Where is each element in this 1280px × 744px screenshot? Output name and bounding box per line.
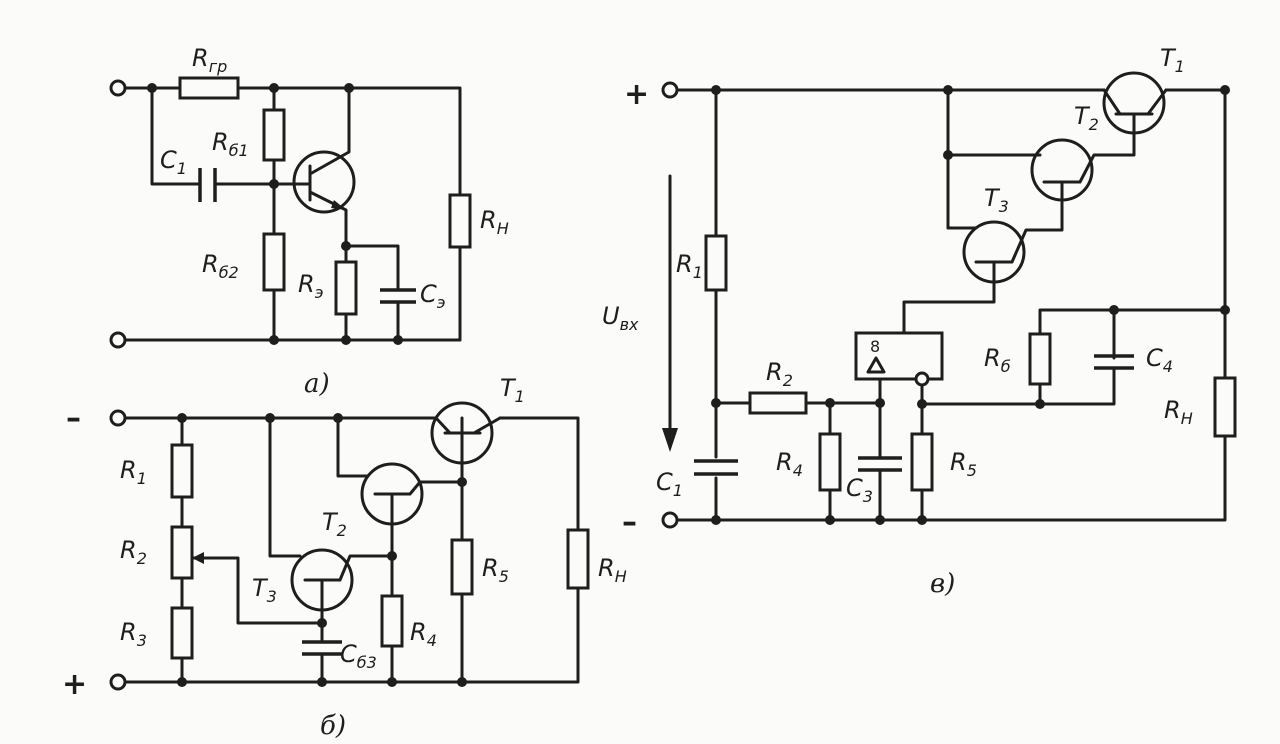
capacitor-c3-v (858, 456, 902, 472)
resistor-rn-b (566, 528, 590, 590)
wire-a-top (123, 86, 462, 197)
wire-v-t3 (974, 203, 1064, 284)
resistor-r5-v (910, 432, 934, 492)
capacitor-ce (380, 288, 416, 304)
label-r5-v: R5 (950, 448, 977, 480)
terminal-a-top (109, 79, 127, 97)
resistor-rn-v (1213, 376, 1237, 438)
wire-b-wiper (190, 556, 324, 625)
diagram-v: + – 8 (602, 44, 1237, 599)
wire-a-c1 (150, 86, 276, 186)
label-r2-b: R2 (120, 536, 147, 568)
diagram-b: – + (62, 374, 627, 741)
resistor-rn-a (448, 193, 472, 249)
label-r4-b: R4 (410, 618, 437, 650)
label-t2-b: T2 (322, 508, 347, 540)
resistor-r1-v (704, 234, 728, 292)
label-rb1: Rб1 (212, 128, 249, 160)
amplifier-inverting-input (914, 371, 930, 387)
caption-b: б) (320, 711, 346, 741)
wiper-arrow (192, 552, 204, 564)
wire-v-t1 (1102, 88, 1168, 142)
resistor-r5-b (450, 538, 474, 596)
label-t3-b: T3 (252, 574, 277, 606)
capacitor-c4-v (1094, 354, 1134, 370)
label-r1-v: R1 (676, 250, 703, 282)
amplifier-delta-icon (866, 356, 886, 374)
terminal-a-bottom (109, 331, 127, 349)
minus-sign-b: – (66, 401, 81, 436)
label-r5-b: R5 (482, 554, 509, 586)
resistor-r-gr (178, 76, 240, 100)
resistor-r4-b (380, 594, 404, 648)
resistor-r1-b (170, 443, 194, 499)
label-c4-v: C4 (1146, 344, 1173, 376)
plus-sign-v: + (624, 77, 649, 112)
resistor-r3-b (170, 606, 194, 660)
label-r3-b: R3 (120, 618, 147, 650)
label-c1-a: C1 (160, 146, 187, 178)
wire-a-transistor (272, 86, 351, 264)
resistor-rb1 (262, 108, 286, 162)
capacitor-c1 (198, 168, 217, 202)
label-rb2: Rб2 (202, 250, 239, 282)
label-r1-b: R1 (120, 456, 147, 488)
caption-a: а) (304, 369, 330, 399)
wire-v-r5 (920, 383, 1042, 522)
wire-b-t3 (268, 416, 394, 642)
label-re: Rэ (298, 270, 323, 302)
caption-v: в) (930, 569, 955, 599)
emitter-arrow-a (331, 200, 346, 210)
terminal-b-top (109, 409, 127, 427)
junctions-b (177, 413, 467, 687)
label-rn-a: RН (480, 206, 509, 238)
wire-v-t2 (946, 88, 1136, 230)
label-r2-v: R2 (766, 358, 793, 390)
label-t2-v: T2 (1074, 102, 1099, 134)
resistor-rb2 (262, 232, 286, 292)
label-u-in: Uвх (602, 302, 639, 334)
wire-a-re (344, 244, 400, 342)
label-rn-b: RН (598, 554, 627, 586)
plus-sign-b: + (62, 667, 87, 702)
terminal-v-top (661, 81, 679, 99)
wire-a-bottom (123, 245, 462, 342)
junctions-v (711, 85, 1230, 525)
wire-b-t1 (336, 416, 502, 662)
label-cb3: Cб3 (340, 640, 377, 672)
resistor-r4-v (818, 432, 842, 492)
label-rn-v: RН (1164, 396, 1193, 428)
terminal-b-bottom (109, 673, 127, 691)
label-r-gr: Rгр (192, 44, 227, 76)
label-t1-v: T1 (1160, 44, 1185, 76)
wire-b-t2 (373, 480, 464, 598)
capacitor-c1-v (694, 459, 738, 476)
diagram-a: Rгр Rб1 C1 Rб2 Rэ Cэ RН а) (109, 44, 509, 399)
label-t3-v: T3 (984, 184, 1009, 216)
resistor-r2-v (748, 391, 808, 415)
resistor-r6-v (1028, 332, 1052, 386)
transistor-a (292, 150, 356, 214)
terminal-v-bottom (661, 511, 679, 529)
resistor-r2-b (170, 525, 194, 580)
label-r4-v: R4 (776, 448, 803, 480)
amplifier-number: 8 (870, 337, 880, 356)
junctions-a (147, 83, 403, 345)
label-ce: Cэ (420, 280, 446, 312)
label-t1-b: T1 (500, 374, 525, 406)
resistor-re (334, 260, 358, 316)
label-c1-v: C1 (656, 468, 683, 500)
capacitor-cb3 (302, 640, 342, 656)
u-in-arrow-head (662, 428, 678, 452)
label-r6-v: Rб (984, 344, 1011, 376)
wire-v-amp-out (902, 280, 996, 335)
minus-sign-v: – (622, 505, 637, 540)
wire-b-rails (123, 416, 580, 684)
label-c3-v: C3 (846, 474, 873, 506)
